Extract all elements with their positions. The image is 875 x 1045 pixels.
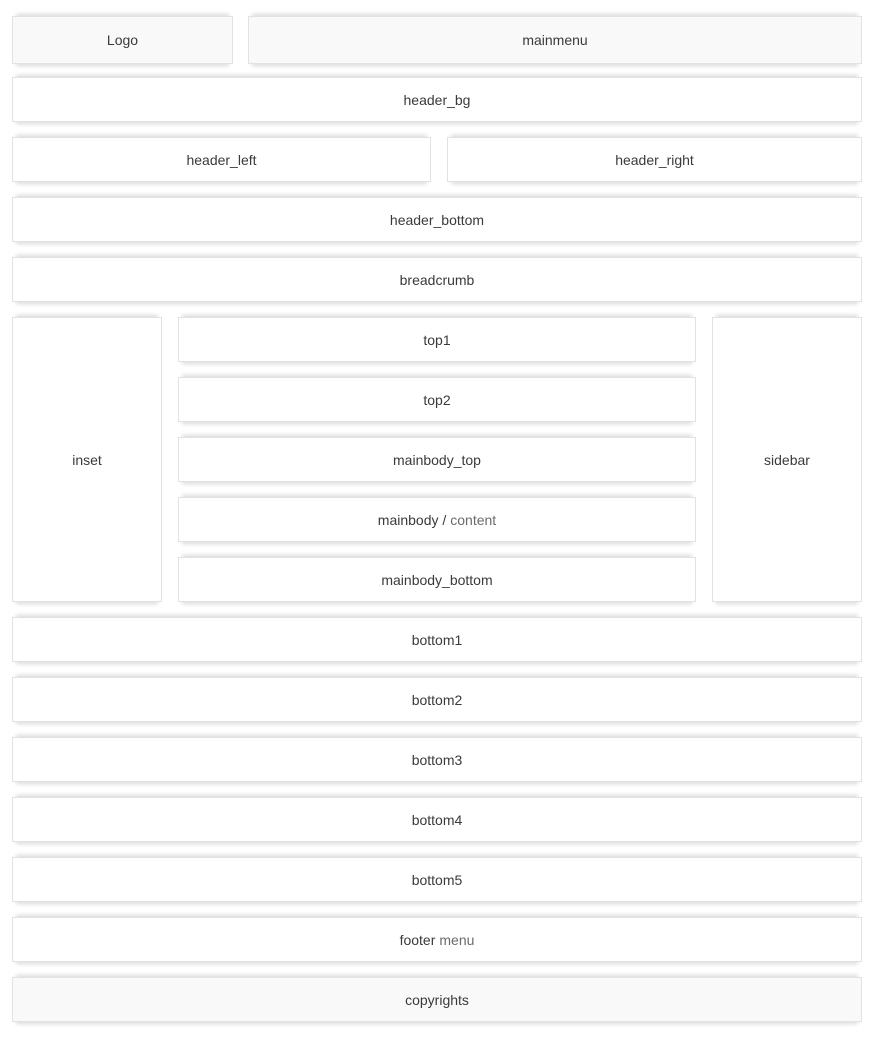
position-bottom4: bottom4 (12, 797, 862, 842)
position-footer-menu: footer menu (12, 917, 862, 962)
position-label-secondary: menu (439, 931, 475, 948)
position-label: copyrights (405, 991, 469, 1008)
position-inset: inset (12, 317, 162, 602)
position-mainbody-bottom: mainbody_bottom (178, 557, 696, 602)
position-label: mainbody / (377, 511, 447, 528)
position-label: mainmenu (522, 32, 588, 48)
position-header-left: header_left (12, 137, 431, 182)
position-breadcrumb: breadcrumb (12, 257, 862, 302)
position-label: Logo (106, 32, 139, 48)
position-label: mainbody_top (393, 451, 481, 468)
position-label: header_left (186, 151, 257, 168)
position-bottom1: bottom1 (12, 617, 862, 662)
top-row: Logo mainmenu (12, 16, 862, 64)
position-header-bottom: header_bottom (12, 197, 862, 242)
position-copyrights: copyrights (12, 977, 862, 1022)
position-label: footer (399, 931, 436, 948)
position-label: header_bottom (389, 211, 485, 228)
position-label: bottom1 (411, 631, 463, 648)
header-split-row: header_left header_right (12, 137, 862, 182)
position-label: top1 (423, 331, 451, 348)
position-label: bottom2 (411, 691, 463, 708)
main-body-section: inset top1 top2 mainbody_top mainbody / … (12, 317, 862, 602)
position-bottom3: bottom3 (12, 737, 862, 782)
position-label: top2 (423, 391, 451, 408)
position-mainbody-content: mainbody / content (178, 497, 696, 542)
position-top2: top2 (178, 377, 696, 422)
position-sidebar: sidebar (712, 317, 862, 602)
position-label: bottom3 (411, 751, 463, 768)
position-bottom5: bottom5 (12, 857, 862, 902)
position-label: mainbody_bottom (381, 571, 493, 588)
position-mainmenu: mainmenu (248, 16, 862, 64)
position-header-right: header_right (447, 137, 862, 182)
position-mainbody-top: mainbody_top (178, 437, 696, 482)
position-bottom2: bottom2 (12, 677, 862, 722)
position-top1: top1 (178, 317, 696, 362)
position-label: sidebar (764, 451, 810, 468)
center-column: top1 top2 mainbody_top mainbody / conten… (178, 317, 696, 602)
position-label: breadcrumb (399, 271, 475, 288)
position-label: header_bg (403, 91, 471, 108)
position-label: bottom5 (411, 871, 463, 888)
position-label: inset (72, 451, 102, 468)
position-label: bottom4 (411, 811, 463, 828)
position-label: header_right (615, 151, 694, 168)
position-label-secondary: content (450, 511, 497, 528)
position-logo: Logo (12, 16, 233, 64)
position-header-bg: header_bg (12, 77, 862, 122)
